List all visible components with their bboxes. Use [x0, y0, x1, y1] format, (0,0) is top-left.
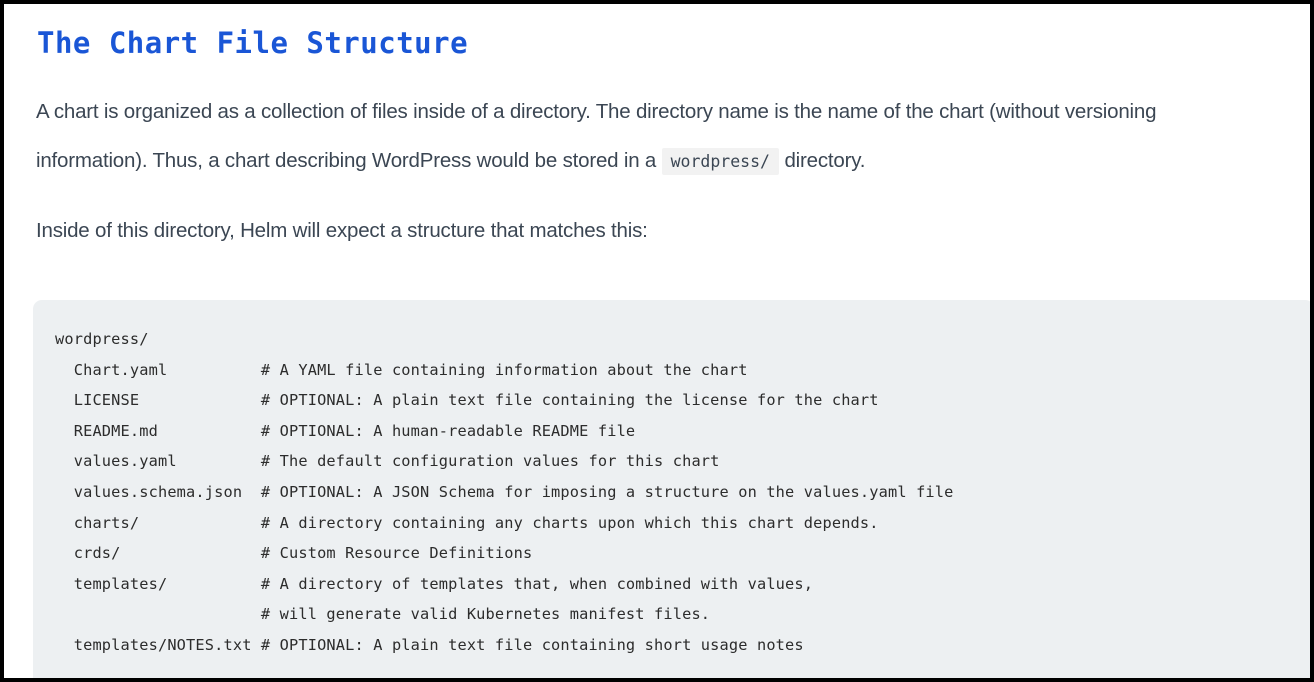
inline-code-wordpress-dir: wordpress/ [661, 148, 779, 176]
structure-intro-paragraph: Inside of this directory, Helm will expe… [36, 219, 648, 243]
intro-paragraph-text-before-code: A chart is organized as a collection of … [36, 100, 1157, 173]
intro-paragraph-text-after-code: directory. [778, 149, 866, 173]
code-block-content: wordpress/ Chart.yaml # A YAML file cont… [55, 330, 954, 654]
code-block: wordpress/ Chart.yaml # A YAML file cont… [33, 300, 1310, 678]
page-title: The Chart File Structure [37, 26, 469, 60]
intro-paragraph: A chart is organized as a collection of … [34, 87, 1266, 186]
document-content: The Chart File Structure A chart is orga… [4, 4, 1310, 678]
